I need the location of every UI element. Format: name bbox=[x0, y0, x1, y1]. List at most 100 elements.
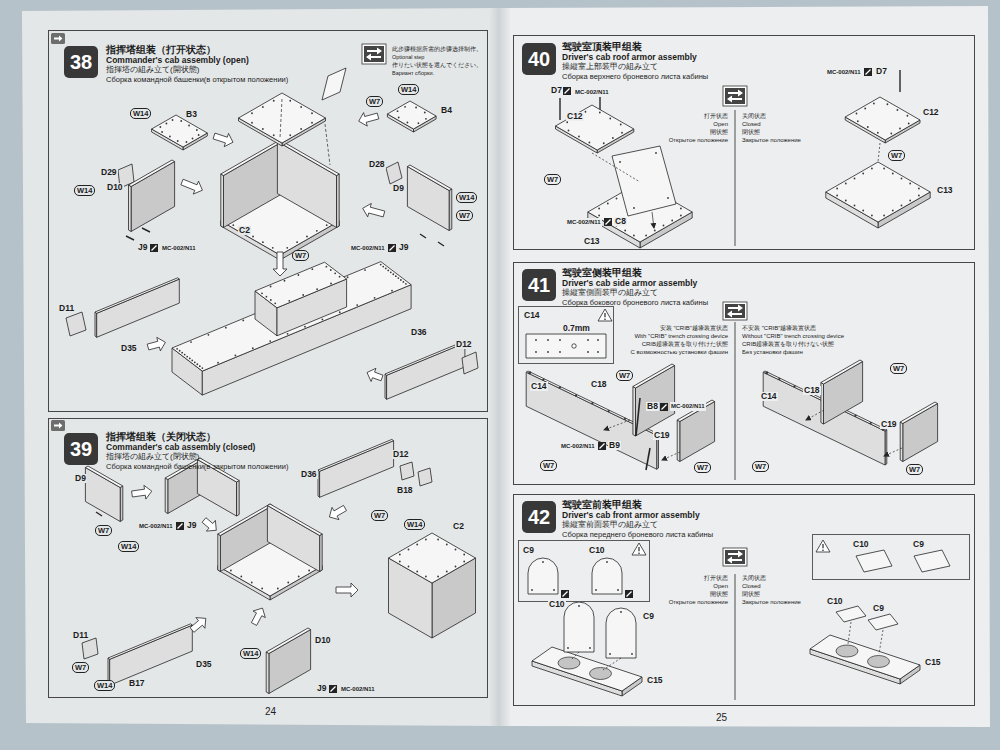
rivet-hole bbox=[608, 410, 610, 412]
rivet-hole bbox=[609, 653, 611, 655]
cement-icon bbox=[600, 444, 605, 449]
part-outline bbox=[66, 312, 86, 336]
rivet-hole bbox=[189, 358, 191, 360]
rivet-hole bbox=[621, 132, 623, 134]
assembly-arrow bbox=[359, 113, 379, 127]
option-note: Закрытое положение bbox=[741, 598, 802, 606]
part-number: J9 bbox=[398, 243, 409, 252]
option-icon bbox=[364, 46, 384, 62]
label-holder: D9 bbox=[74, 474, 87, 483]
part-outline bbox=[462, 352, 478, 374]
option-icon bbox=[723, 548, 747, 566]
rivet-hole bbox=[270, 286, 272, 288]
rivet-hole bbox=[845, 183, 847, 185]
rivet-hole bbox=[883, 215, 885, 217]
part-outline bbox=[172, 262, 411, 372]
assembly-guide bbox=[879, 630, 883, 654]
assembly-guide bbox=[592, 153, 640, 182]
part-outline bbox=[387, 343, 465, 399]
rivet-hole bbox=[261, 292, 263, 294]
cement-icon bbox=[561, 590, 569, 598]
rivet-hole bbox=[535, 351, 537, 353]
assembly-guide bbox=[420, 234, 426, 238]
rivet-hole bbox=[886, 103, 888, 105]
assembly-guide bbox=[899, 70, 900, 92]
label-holder: J9 bbox=[316, 684, 327, 693]
hatch-opening bbox=[868, 656, 890, 668]
part-outline bbox=[856, 550, 892, 572]
label-holder: CRIB超壕装置を取り付けた状態 bbox=[641, 340, 729, 348]
part-number: D36 bbox=[300, 470, 318, 479]
rivet-hole bbox=[199, 365, 201, 367]
rivet-hole bbox=[907, 115, 909, 117]
rivet-hole bbox=[598, 215, 600, 217]
label-holder: D7 bbox=[550, 86, 563, 95]
hatch-plate bbox=[592, 558, 622, 594]
label-holder: W7 bbox=[752, 461, 769, 472]
label-holder: 開状態 bbox=[709, 128, 729, 136]
rivet-hole bbox=[585, 111, 587, 113]
rivet-hole bbox=[446, 571, 448, 573]
cement-callout: W14 bbox=[240, 648, 261, 659]
label-holder: C14 bbox=[530, 382, 548, 391]
paint-code: MC-002/N11 bbox=[670, 402, 706, 411]
text-holder: C10 bbox=[853, 539, 869, 549]
rivet-hole bbox=[607, 410, 609, 412]
label-holder: W7 bbox=[890, 363, 907, 374]
rivet-hole bbox=[399, 554, 401, 556]
part-number: D35 bbox=[120, 344, 138, 353]
assembly-guide bbox=[438, 242, 444, 246]
paint-code: MC-002/N11 bbox=[138, 522, 174, 531]
part-number: C8 bbox=[614, 217, 627, 226]
label-holder: C2 bbox=[452, 522, 465, 531]
warning-icon bbox=[604, 318, 606, 320]
rivet-hole bbox=[559, 386, 561, 388]
part-number: B3 bbox=[185, 110, 198, 119]
label-holder: MC-002/N11 bbox=[138, 522, 174, 531]
rivet-hole bbox=[194, 361, 196, 363]
part-outline bbox=[400, 462, 414, 480]
rivet-hole bbox=[311, 122, 313, 124]
rivet-hole bbox=[871, 168, 873, 170]
step-tag-icon bbox=[51, 420, 65, 431]
label-holder: C15 bbox=[924, 658, 942, 667]
assembly-arrow bbox=[336, 583, 358, 597]
label-holder: Вариант сборки. bbox=[391, 69, 435, 77]
label-holder: C12 bbox=[922, 108, 940, 117]
part-number: D28 bbox=[368, 160, 386, 169]
part-outline bbox=[255, 262, 347, 308]
label-holder: D28 bbox=[368, 160, 386, 169]
label-holder: 不安装 "CRIB"越壕装置状态 bbox=[741, 324, 817, 332]
label-holder: W7 bbox=[456, 210, 473, 221]
part-number: B4 bbox=[440, 106, 453, 115]
rivet-hole bbox=[300, 128, 302, 130]
label-holder: Without "CRIB" trench crossing device bbox=[741, 332, 845, 340]
rivet-hole bbox=[382, 266, 384, 268]
detail-inset: C140.7mm bbox=[518, 306, 614, 364]
rivet-hole bbox=[316, 230, 318, 232]
option-note: Open bbox=[712, 120, 729, 128]
rivet-hole bbox=[529, 372, 531, 374]
label-holder: W14 bbox=[74, 185, 95, 196]
cement-icon bbox=[606, 220, 611, 225]
rivet-hole bbox=[599, 112, 601, 114]
rivet-hole bbox=[251, 122, 253, 124]
option-icon bbox=[723, 86, 747, 106]
rivet-hole bbox=[159, 126, 161, 128]
assembly-guide bbox=[662, 452, 680, 460]
rivet-hole bbox=[300, 106, 302, 108]
label-holder: D35 bbox=[120, 344, 138, 353]
option-note: CRIB超壕装置を取り付けない状態 bbox=[741, 340, 835, 348]
rivet-hole bbox=[553, 589, 555, 591]
left-page bbox=[22, 8, 500, 726]
part-number: C12 bbox=[922, 108, 940, 117]
label-holder: W14 bbox=[404, 519, 425, 530]
part-outline bbox=[914, 550, 950, 572]
paint-code: MC-002/N11 bbox=[350, 244, 386, 253]
option-note: Вариант сборки. bbox=[391, 69, 435, 77]
paint-code: MC-002/N11 bbox=[560, 442, 596, 451]
part-number: D7 bbox=[550, 86, 563, 95]
rivet-hole bbox=[286, 247, 288, 249]
label-holder: MC-002/N11 bbox=[566, 218, 602, 227]
part-number: D9 bbox=[392, 184, 405, 193]
